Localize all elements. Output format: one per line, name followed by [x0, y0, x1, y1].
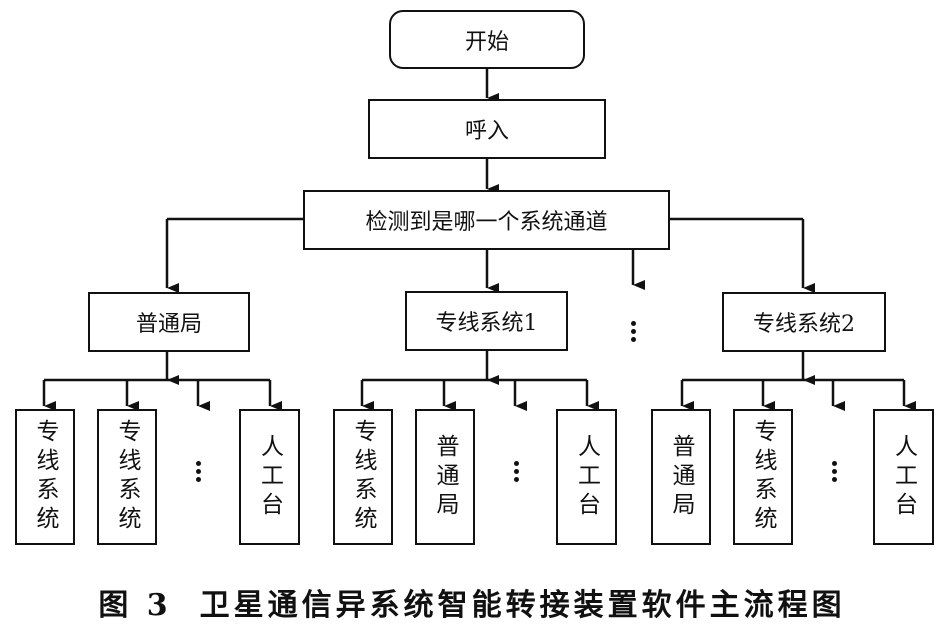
incoming-call-label: 呼入: [464, 119, 509, 144]
detect-channel-label: 检测到是哪一个系统通道: [365, 210, 608, 235]
child-label-3-1: 普通局: [668, 433, 694, 521]
figure-title: 卫星通信异系统智能转接装置软件主流程图: [199, 588, 846, 623]
child-node-2-1: 专线系统: [333, 409, 393, 545]
child-ellipsis-2: [511, 458, 521, 485]
branch-label-2: 专线系统1: [435, 311, 538, 336]
start-node: 开始: [389, 10, 585, 69]
figure-caption: 图 3 卫星通信异系统智能转接装置软件主流程图: [0, 580, 944, 624]
child-label-1-2: 专线系统: [114, 419, 140, 535]
child-label-1-1: 专线系统: [32, 419, 58, 535]
branch-node-3: 专线系统2: [722, 292, 886, 352]
child-label-1-3: 人工台: [256, 433, 283, 521]
child-label-2-1: 专线系统: [350, 419, 376, 535]
incoming-call-node: 呼入: [368, 99, 606, 159]
more-branches-ellipsis: [628, 318, 638, 345]
detect-channel-node: 检测到是哪一个系统通道: [303, 190, 670, 250]
branch-node-2: 专线系统1: [405, 291, 568, 351]
branch-label-1: 普通局: [135, 312, 202, 337]
child-node-1-2: 专线系统: [97, 409, 157, 545]
figure-number: 图 3: [98, 588, 172, 623]
child-label-3-3: 人工台: [890, 433, 917, 521]
child-node-3-3: 人工台: [873, 409, 934, 545]
child-node-3-1: 普通局: [651, 409, 711, 545]
child-node-1-1: 专线系统: [15, 409, 75, 545]
child-label-3-2: 专线系统: [750, 419, 776, 535]
child-node-3-2: 专线系统: [733, 409, 793, 545]
start-label: 开始: [464, 29, 509, 55]
child-node-2-2: 普通局: [415, 409, 475, 545]
child-label-2-3: 人工台: [573, 433, 600, 521]
child-node-1-3: 人工台: [239, 409, 300, 545]
branch-node-1: 普通局: [88, 292, 250, 352]
child-node-2-3: 人工台: [556, 409, 617, 545]
branch-label-3: 专线系统2: [753, 312, 855, 337]
child-label-2-2: 普通局: [432, 433, 458, 521]
child-ellipsis-1: [193, 458, 203, 485]
child-ellipsis-3: [829, 458, 839, 485]
